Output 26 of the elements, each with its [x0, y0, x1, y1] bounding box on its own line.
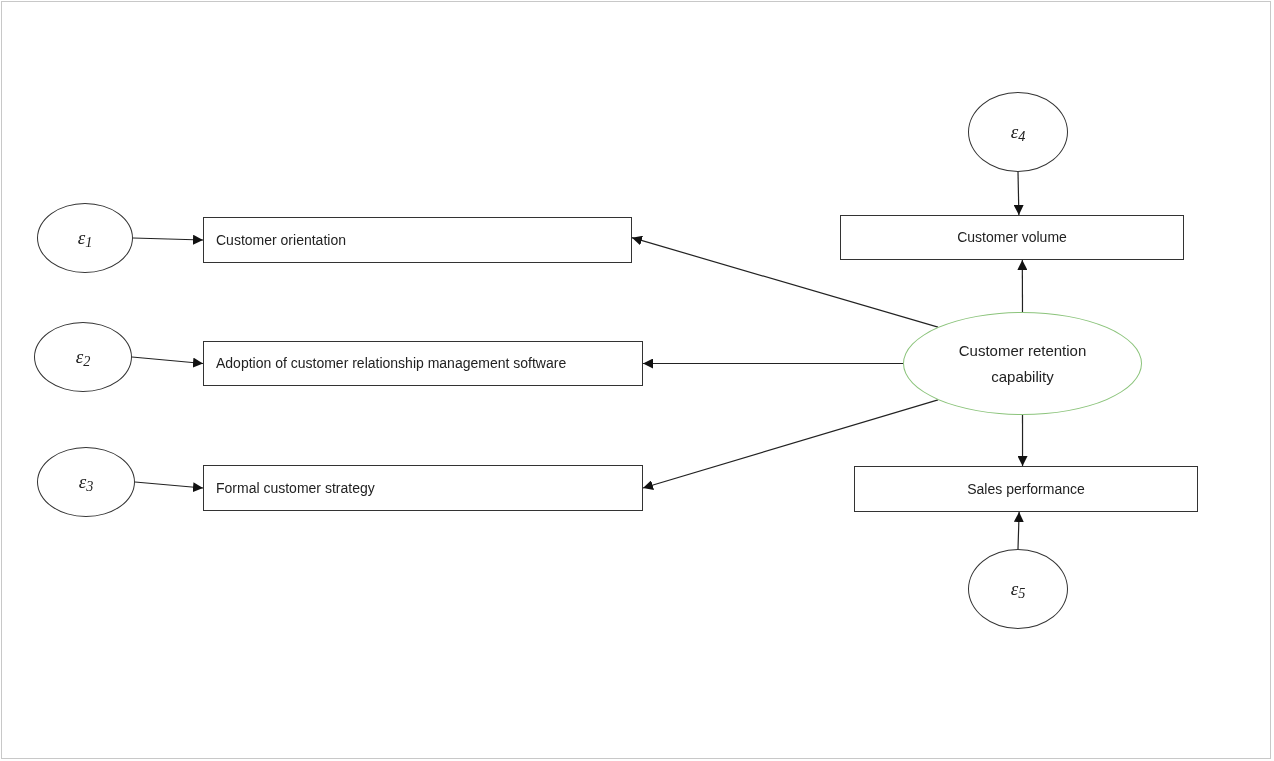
- outcome-box: [840, 215, 1184, 260]
- outcome-box: [854, 466, 1198, 512]
- arrow: [131, 356, 204, 368]
- indicator-box: [203, 465, 643, 511]
- node-label: ε$_{2}$: [75, 344, 91, 372]
- node-label: ε$_{3}$: [78, 469, 94, 497]
- arrow: [642, 358, 904, 369]
- node-label: Customer retention capability: [957, 340, 1088, 387]
- arrow: [631, 235, 939, 328]
- node-label: Adoption of customer relationship management software: [216, 354, 567, 373]
- arrow: [132, 234, 204, 245]
- arrow: [1017, 259, 1028, 313]
- arrow: [1013, 511, 1024, 550]
- indicator-box: [203, 217, 632, 263]
- node-label: ε$_{5}$: [1010, 576, 1026, 604]
- indicator-box: [203, 341, 643, 386]
- node-label: Formal customer strategy: [216, 478, 375, 498]
- node-label: ε$_{4}$: [1010, 119, 1026, 147]
- node-label: Customer orientation: [216, 230, 346, 250]
- arrow: [1013, 171, 1024, 216]
- node-label: ε$_{1}$: [77, 225, 93, 253]
- arrow: [642, 399, 939, 490]
- node-label: Sales performance: [967, 479, 1085, 499]
- arrow: [134, 481, 204, 493]
- node-label: Customer volume: [957, 228, 1067, 247]
- arrow: [1017, 414, 1028, 467]
